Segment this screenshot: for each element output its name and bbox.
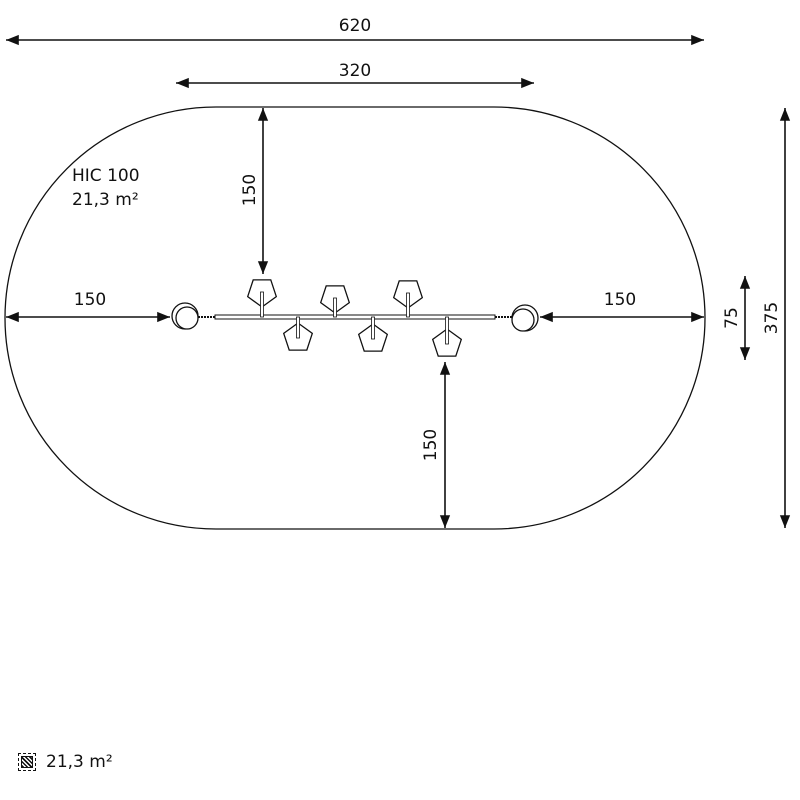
legend-area: 21,3 m² (46, 752, 113, 772)
seat-chain (333, 297, 337, 318)
dim-equipment-depth-label: 75 (722, 307, 742, 329)
product-code: HIC 100 (72, 166, 140, 186)
dim-right-clearance-label: 150 (604, 290, 636, 310)
dim-total-depth-label: 375 (762, 302, 782, 334)
dim-total-width-label: 620 (339, 16, 371, 36)
dim-equipment-width-label: 320 (339, 61, 371, 81)
seat-chain (296, 316, 300, 339)
seat-chain (406, 292, 410, 318)
seat-chain (260, 291, 264, 318)
legend: 21,3 m² (18, 752, 113, 772)
main-beam (214, 314, 496, 320)
seat-chain (371, 316, 375, 340)
product-area: 21,3 m² (72, 190, 139, 210)
dim-bottom-clearance-label: 150 (421, 429, 441, 461)
hatched-area-icon (18, 753, 36, 771)
seat-chain (445, 316, 449, 345)
safety-zone-outline (4, 106, 706, 530)
dim-top-clearance-label: 150 (240, 174, 260, 206)
equipment-plan (171, 279, 539, 357)
dim-left-clearance-label: 150 (74, 290, 106, 310)
